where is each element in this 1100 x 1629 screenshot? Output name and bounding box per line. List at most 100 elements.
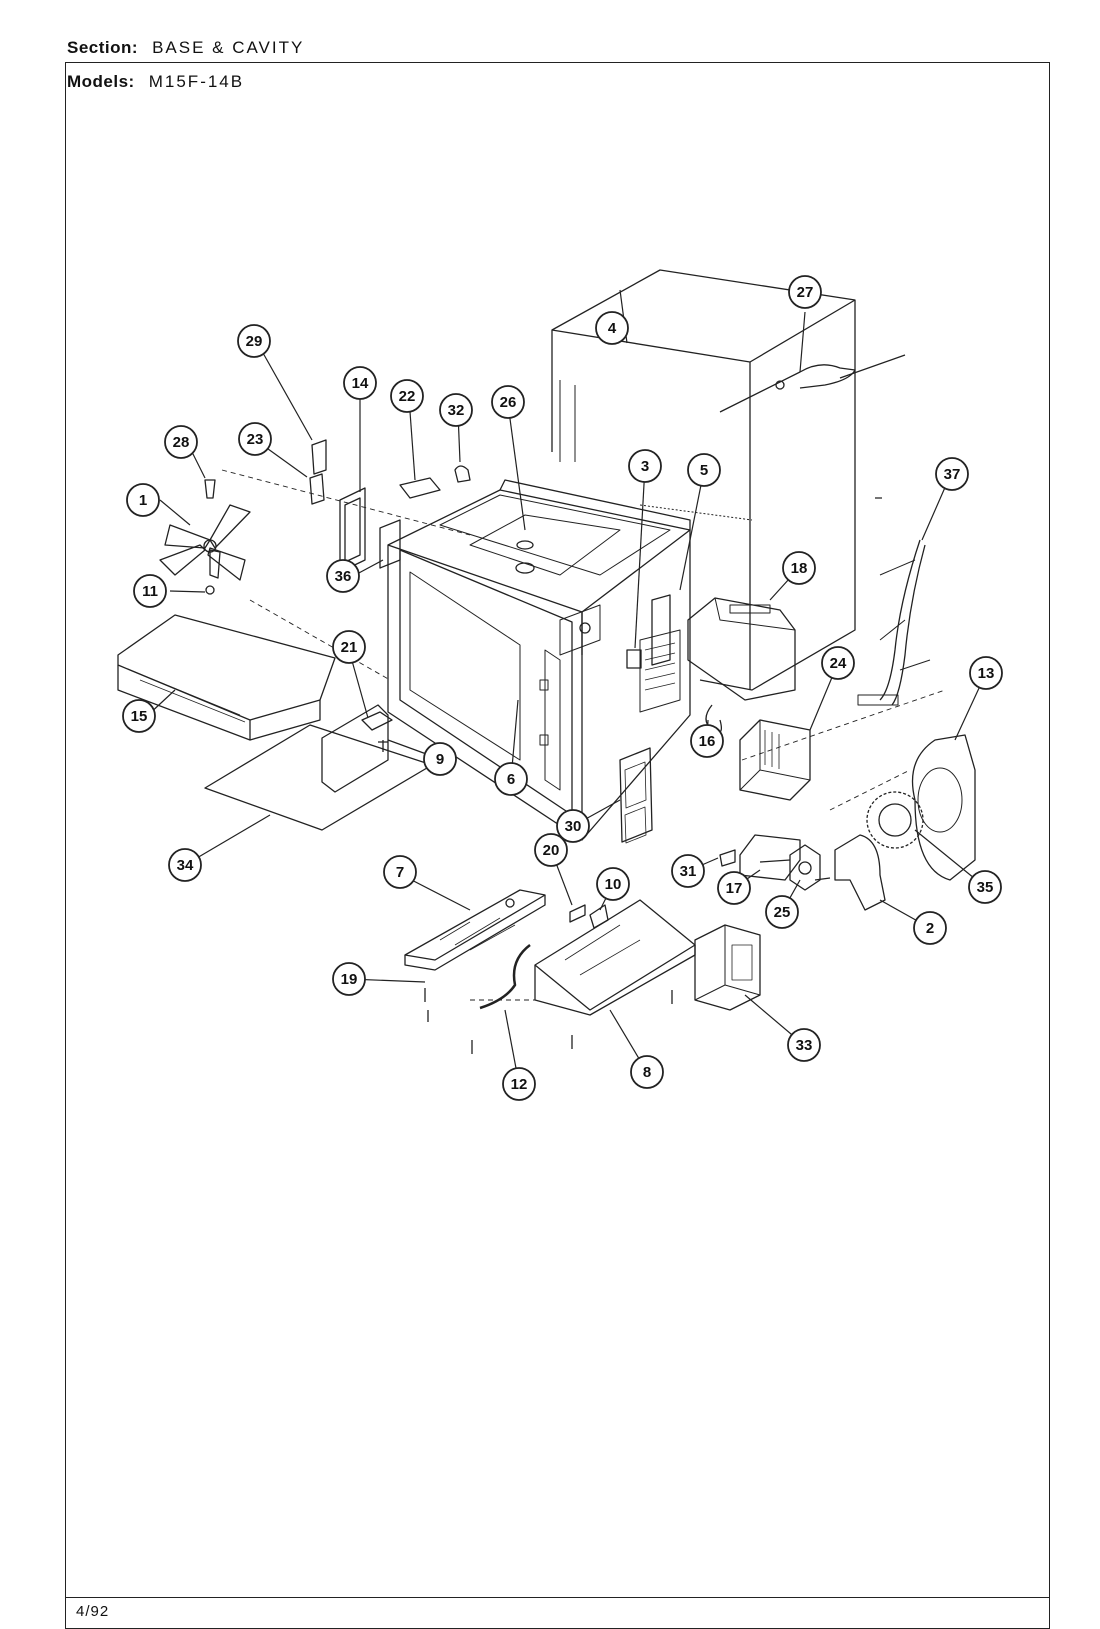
callout-24: 24	[821, 646, 855, 680]
part-32-clip	[454, 465, 471, 483]
part-37-wire-harness	[857, 539, 931, 706]
part-18-housing	[687, 597, 796, 701]
part-3-fuse	[626, 649, 642, 669]
part-22-bracket	[399, 477, 441, 499]
callout-16: 16	[690, 724, 724, 758]
svg-text:14: 14	[352, 375, 369, 392]
svg-text:4: 4	[608, 320, 617, 337]
svg-text:2: 2	[926, 920, 934, 937]
callout-2: 2	[913, 911, 947, 945]
svg-text:1: 1	[139, 492, 147, 509]
callout-7: 7	[383, 855, 417, 889]
alignment-lines	[221, 469, 946, 1001]
callout-35: 35	[968, 870, 1002, 904]
svg-text:20: 20	[543, 842, 560, 859]
part-17-bracket	[739, 834, 801, 881]
callout-31: 31	[671, 854, 705, 888]
models-header: Models: M15F-14B	[67, 72, 244, 92]
callout-9: 9	[423, 742, 457, 776]
svg-text:35: 35	[977, 879, 994, 896]
callout-36: 36	[326, 559, 360, 593]
section-header: Section:BASE & CAVITY	[67, 38, 304, 58]
callout-6: 6	[494, 762, 528, 796]
svg-text:18: 18	[791, 560, 808, 577]
svg-text:22: 22	[399, 388, 416, 405]
part-23-switch	[309, 473, 325, 505]
callout-4: 4	[595, 311, 629, 345]
svg-text:5: 5	[700, 462, 708, 479]
callout-11: 11	[133, 574, 167, 608]
callout-30: 30	[556, 809, 590, 843]
callout-33: 33	[787, 1028, 821, 1062]
svg-text:37: 37	[944, 466, 961, 483]
callout-12: 12	[502, 1067, 536, 1101]
svg-text:26: 26	[500, 394, 517, 411]
part-33-transformer	[694, 924, 761, 1011]
callout-25: 25	[765, 895, 799, 929]
part-28-bushing	[204, 479, 216, 499]
callout-13: 13	[969, 656, 1003, 690]
part-12-power-cord	[479, 944, 531, 1010]
callout-28: 28	[164, 425, 198, 459]
callout-leaders	[146, 289, 987, 1085]
svg-text:6: 6	[507, 771, 515, 788]
part-20-switch	[569, 904, 586, 923]
callout-37: 37	[935, 457, 969, 491]
part-27-sensor	[719, 354, 906, 413]
cavity-top	[387, 479, 691, 841]
svg-text:27: 27	[797, 284, 814, 301]
part-30-latch-assembly	[619, 747, 653, 844]
footer-date: 4/92	[76, 1603, 110, 1620]
part-15-base-tray	[117, 614, 336, 741]
part-2-motor-bracket	[834, 834, 886, 911]
svg-text:32: 32	[448, 402, 465, 419]
svg-text:28: 28	[173, 434, 190, 451]
svg-text:8: 8	[643, 1064, 651, 1081]
part-34-bottom-plate	[204, 724, 433, 831]
part-31-clip	[719, 849, 736, 867]
part-5-light-socket	[651, 594, 671, 666]
callout-23: 23	[238, 422, 272, 456]
svg-text:3: 3	[641, 458, 649, 475]
svg-text:24: 24	[830, 655, 847, 672]
models-value: M15F-14B	[148, 72, 245, 91]
callout-27: 27	[788, 275, 822, 309]
svg-text:15: 15	[131, 708, 148, 725]
svg-text:21: 21	[341, 639, 358, 656]
svg-text:31: 31	[680, 863, 697, 880]
callout-26: 26	[491, 385, 525, 419]
svg-text:23: 23	[247, 431, 264, 448]
part-1-fan-blade	[159, 504, 251, 581]
callout-3: 3	[628, 449, 662, 483]
svg-text:7: 7	[396, 864, 404, 881]
svg-text:19: 19	[341, 971, 358, 988]
callout-34: 34	[168, 848, 202, 882]
svg-text:16: 16	[699, 733, 716, 750]
part-29-lamp	[311, 439, 327, 475]
callout-15: 15	[122, 699, 156, 733]
svg-text:30: 30	[565, 818, 582, 835]
part-14-panel	[339, 487, 366, 573]
models-label: Models:	[67, 72, 135, 91]
cavity-front-frame	[387, 544, 583, 841]
svg-text:11: 11	[142, 583, 158, 600]
part-8-base-plate	[534, 899, 696, 1016]
svg-text:25: 25	[774, 904, 791, 921]
svg-text:12: 12	[511, 1076, 528, 1093]
screws	[424, 497, 882, 1054]
callout-19: 19	[332, 962, 366, 996]
callout-29: 29	[237, 324, 271, 358]
part-36-bracket	[379, 519, 401, 569]
part-7-mounting-plate	[404, 889, 546, 971]
exploded-parts-diagram: 1 2 3 4 5 6 7 8 9 10 11 12 13 14 15 16 1…	[117, 269, 1003, 1101]
footer-divider	[65, 1597, 1050, 1598]
callout-1: 1	[126, 483, 160, 517]
svg-text:9: 9	[436, 751, 444, 768]
section-value: BASE & CAVITY	[152, 38, 305, 57]
screw	[378, 740, 388, 752]
part-11-washer	[205, 585, 215, 595]
svg-text:36: 36	[335, 568, 352, 585]
part-9-bracket	[321, 704, 389, 793]
callout-22: 22	[390, 379, 424, 413]
callout-5: 5	[687, 453, 721, 487]
